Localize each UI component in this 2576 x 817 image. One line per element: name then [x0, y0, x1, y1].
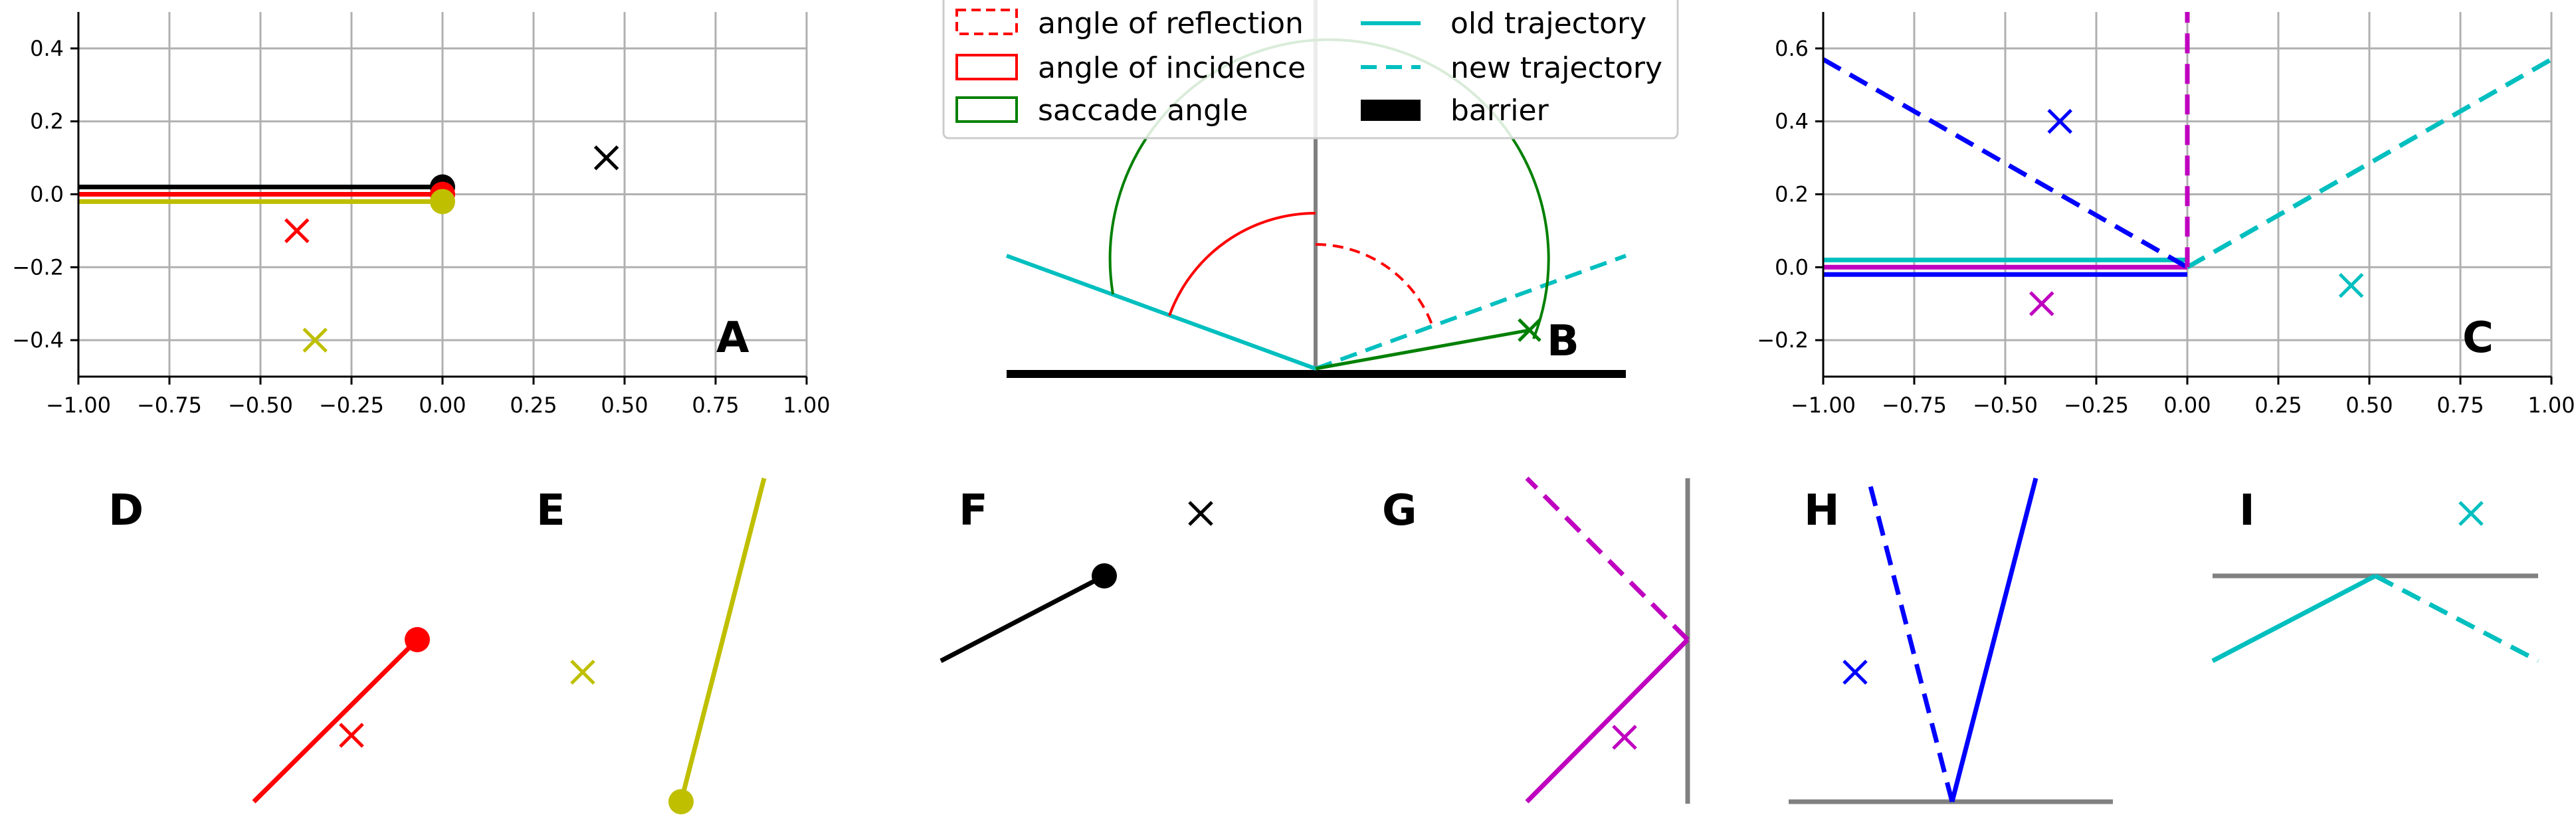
panel-c-ytick-label-1: 0.4 — [1775, 109, 1809, 134]
panel-g-old-trajectory — [1525, 638, 1690, 804]
panel-a-ytick-label-3: −0.2 — [12, 254, 64, 280]
panel-c-grid — [1822, 12, 2553, 377]
panel-label-f: F — [959, 486, 988, 535]
panel-e-target-icon — [570, 660, 595, 685]
panel-d: D — [108, 486, 430, 804]
panel-label-c: C — [2462, 314, 2494, 363]
legend-label-old: old trajectory — [1450, 7, 1646, 41]
panel-a: −1.00 −0.75 −0.50 −0.25 0.00 0.25 0.50 0.75 1.00… — [12, 12, 831, 418]
panel-a-target-icon-1 — [284, 218, 310, 244]
panel-a-xtick-label-4: 0.00 — [419, 393, 466, 418]
panel-i: I — [2211, 486, 2539, 664]
panel-c-series-3 — [1822, 57, 2189, 270]
panel-label-h: H — [1804, 486, 1840, 535]
panel-a-xtick-label-1: −0.75 — [137, 393, 202, 418]
panel-h-target-icon — [1842, 660, 1868, 685]
panel-c-xtick-label-2: −0.50 — [1973, 393, 2038, 418]
legend-frame — [942, 0, 1679, 139]
panel-a-xtick-label-7: 0.75 — [692, 393, 739, 418]
panel-c-series — [1822, 12, 2553, 316]
panel-g-target-icon — [1612, 725, 1637, 750]
panel-i-target-icon — [2458, 501, 2484, 526]
legend-swatch-reflection — [955, 9, 1018, 35]
panel-c-ytick-label-2: 0.2 — [1775, 182, 1809, 207]
panel-f-trajectory — [940, 573, 1106, 664]
legend-swatch-barrier — [1361, 100, 1421, 121]
panel-label-b: B — [1547, 317, 1579, 366]
panel-e-trajectory — [678, 478, 767, 802]
legend-label-new: new trajectory — [1450, 51, 1662, 85]
panel-d-endpoint — [405, 627, 430, 652]
panel-g-new-trajectory — [1525, 476, 1690, 642]
panel-e: E — [536, 478, 767, 814]
panel-a-xtick-label-5: 0.25 — [510, 393, 557, 418]
panel-a-endpoint-2 — [430, 189, 455, 215]
angle-of-incidence-arc — [1168, 212, 1316, 316]
legend-label-barrier: barrier — [1450, 94, 1549, 128]
panel-a-ytick-label-0: 0.4 — [30, 36, 64, 61]
panel-c-xtick-label-7: 0.75 — [2436, 393, 2484, 418]
panel-f-endpoint — [1092, 563, 1117, 589]
old-trajectory-line — [1005, 254, 1317, 371]
panel-c-series-4 — [2186, 57, 2553, 270]
legend: angle of reflection angle of incidence s… — [942, 0, 1679, 139]
panel-a-ytick-label-2: 0.0 — [30, 182, 64, 207]
panel-i-new-trajectory — [2374, 573, 2539, 664]
panel-c: −1.00 −0.75 −0.50 −0.25 0.00 0.25 0.50 0.75 1.00… — [1757, 12, 2575, 418]
panel-a-target-icon-0 — [593, 145, 619, 171]
panel-c-xtick-label-1: −0.75 — [1882, 393, 1947, 418]
panel-a-xtick-label-6: 0.50 — [601, 393, 648, 418]
new-trajectory-line — [1314, 254, 1627, 371]
panel-label-d: D — [108, 486, 144, 535]
panel-a-xtick-label-8: 1.00 — [783, 393, 830, 418]
panel-label-g: G — [1382, 486, 1417, 535]
panel-c-target-icon-1 — [2029, 291, 2054, 316]
legend-swatch-incidence — [955, 54, 1018, 80]
panel-d-trajectory — [252, 638, 419, 804]
panel-g: G — [1382, 476, 1690, 804]
panel-c-ytick-label-4: −0.2 — [1757, 327, 1809, 353]
panel-a-xtick-label-3: −0.25 — [319, 393, 384, 418]
panel-c-ticks: −1.00 −0.75 −0.50 −0.25 0.00 0.25 0.50 0.75 1.00… — [1757, 36, 2575, 418]
panel-a-series — [78, 145, 619, 353]
panel-c-ytick-label-0: 0.6 — [1775, 36, 1809, 61]
legend-label-saccade: saccade angle — [1038, 94, 1248, 128]
panel-h-new-trajectory — [1866, 478, 1955, 802]
panel-f-target-icon — [1188, 501, 1213, 526]
panel-a-xtick-label-0: −1.00 — [46, 393, 111, 418]
panel-h: H — [1789, 478, 2113, 804]
panel-b: B angle of reflection angle of incidence… — [942, 0, 1679, 378]
panel-a-ticks: −1.00 −0.75 −0.50 −0.25 0.00 0.25 0.50 0.75 1.00… — [12, 36, 830, 418]
panel-c-xtick-label-5: 0.25 — [2254, 393, 2302, 418]
panel-c-xtick-label-3: −0.25 — [2064, 393, 2129, 418]
legend-swatch-saccade — [955, 96, 1018, 123]
panel-c-target-icon-0 — [2047, 108, 2072, 134]
legend-label-reflection: angle of reflection — [1038, 7, 1304, 41]
panel-c-xtick-label-6: 0.50 — [2345, 393, 2393, 418]
panel-a-ytick-label-1: 0.2 — [30, 109, 64, 134]
panel-a-ytick-label-4: −0.4 — [12, 327, 64, 353]
panel-e-endpoint — [668, 789, 694, 814]
legend-label-incidence: angle of incidence — [1038, 51, 1306, 85]
panel-c-xtick-label-0: −1.00 — [1791, 393, 1856, 418]
panel-f: F — [940, 486, 1213, 664]
panel-a-target-icon-2 — [302, 327, 328, 353]
panel-i-old-trajectory — [2211, 573, 2377, 664]
panel-c-target-icon-2 — [2338, 272, 2364, 298]
panel-label-a: A — [716, 314, 749, 363]
target-marker-icon — [1518, 318, 1541, 342]
panel-a-xtick-label-2: −0.50 — [228, 393, 293, 418]
panel-d-target-icon — [339, 723, 364, 748]
panel-label-e: E — [536, 486, 565, 535]
panel-c-ytick-label-3: 0.0 — [1775, 254, 1809, 280]
panel-h-old-trajectory — [1949, 478, 2038, 802]
panel-c-xtick-label-4: 0.00 — [2163, 393, 2211, 418]
panel-c-xtick-label-8: 1.00 — [2527, 393, 2575, 418]
saccade-vector-line — [1315, 328, 1530, 371]
panel-label-i: I — [2239, 486, 2255, 535]
angle-of-reflection-arc — [1315, 242, 1434, 327]
